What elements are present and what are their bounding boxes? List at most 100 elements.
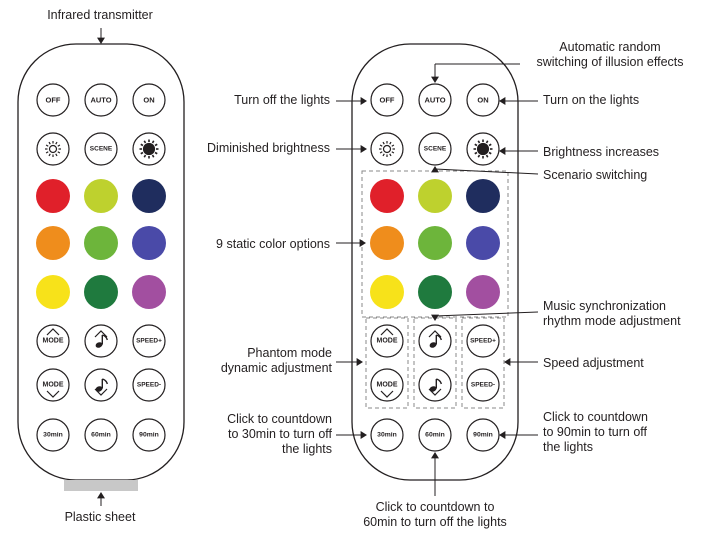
right-brightness-down-icon-ray [391,151,395,154]
left-mode-down-button[interactable]: MODE [36,368,70,402]
speed-connector-arrow [504,358,511,366]
bright-annotation: Brightness increases [543,145,660,159]
left-brightness-down-icon-ray [45,144,49,147]
left-color-button-1[interactable] [36,179,70,213]
right-scene-text: SCENE [424,146,447,153]
music-connector-arrow [431,314,439,321]
right-color-button-7[interactable] [370,275,404,309]
right-on-button[interactable]: ON [466,83,500,117]
left-auto-button[interactable]: AUTO [84,83,118,117]
left-mode-up-button[interactable]: MODE [36,324,70,358]
right-off-text: OFF [380,96,395,105]
left-t90-button[interactable]: 90min [132,418,166,452]
left-mode-up-chevron [46,328,60,336]
right-mode-up-chevron [380,328,394,336]
bright-connector-arrow [499,147,506,155]
right-brightness-down-ring [370,132,404,166]
left-auto-ring [84,83,118,117]
right-t60-ring [418,418,452,452]
left-color-button-4[interactable] [36,226,70,260]
left-t30-text: 30min [43,432,63,439]
right-auto-ring [418,83,452,117]
left-speed-minus-button[interactable]: SPEED- [132,368,166,402]
right-speed-plus-button[interactable]: SPEED+ [466,324,500,358]
left-music-down-ring [84,368,118,402]
right-auto-button[interactable]: AUTO [418,83,452,117]
left-color-button-6[interactable] [132,226,166,260]
right-t90-button[interactable]: 90min [466,418,500,452]
left-color-button-8[interactable] [84,275,118,309]
left-brightness-down-ring [36,132,70,166]
right-scene-button[interactable]: SCENE [418,132,452,166]
right-off-ring [370,83,404,117]
left-mode-down-chevron [46,390,60,398]
left-mode-up-ring [36,324,70,358]
right-mode-up-ring [370,324,404,358]
right-color-button-9[interactable] [466,275,500,309]
right-color-button-8[interactable] [418,275,452,309]
speed-annotation: Speed adjustment [543,356,644,370]
right-music-up-ring [418,324,452,358]
left-color-button-9[interactable] [132,275,166,309]
left-brightness-up-icon-ray [143,140,147,144]
right-brightness-up-button[interactable] [466,132,500,166]
left-music-up-button[interactable] [84,324,118,358]
left-brightness-up-button[interactable] [132,132,166,166]
right-t90-text: 90min [473,432,493,439]
left-off-text: OFF [46,96,61,105]
left-on-ring [132,83,166,117]
left-t60-ring [84,418,118,452]
left-t60-button[interactable]: 60min [84,418,118,452]
phantom-annotation: Phantom mode dynamic adjustment [220,346,332,375]
left-t30-ring [36,418,70,452]
left-color-button-5[interactable] [84,226,118,260]
right-music-up-button[interactable] [418,324,452,358]
left-music-up-ring [84,324,118,358]
right-music-down-button[interactable] [418,368,452,402]
on-annotation: Turn on the lights [543,93,640,107]
right-speed-minus-text: SPEED- [471,382,495,389]
right-brightness-down-icon-ray [382,141,385,145]
plastic-sheet-label: Plastic sheet [64,510,136,524]
right-brightness-up-icon-ray [477,154,481,158]
left-brightness-down-button[interactable] [36,132,70,166]
right-brightness-down-button[interactable] [370,132,404,166]
off-connector-arrow [360,97,367,105]
right-color-button-2[interactable] [418,179,452,213]
right-speed-minus-ring [466,368,500,402]
left-t30-button[interactable]: 30min [36,418,70,452]
left-color-button-7[interactable] [36,275,70,309]
left-speed-plus-button[interactable]: SPEED+ [132,324,166,358]
plastic-arrow-head [97,492,105,499]
left-mode-up-text: MODE [43,338,64,345]
right-off-button[interactable]: OFF [370,83,404,117]
right-color-button-4[interactable] [370,226,404,260]
right-on-text: ON [477,96,488,105]
right-on-ring [466,83,500,117]
music-connector [434,311,539,317]
right-color-button-6[interactable] [466,226,500,260]
left-music-down-button[interactable] [84,368,118,402]
right-t60-button[interactable]: 60min [418,418,452,452]
right-t60-text: 60min [425,432,445,439]
left-brightness-down-icon-ray [57,144,61,147]
right-color-button-1[interactable] [370,179,404,213]
right-speed-minus-button[interactable]: SPEED- [466,368,500,402]
right-color-button-3[interactable] [466,179,500,213]
left-scene-ring [84,132,118,166]
left-color-button-3[interactable] [132,179,166,213]
right-t30-button[interactable]: 30min [370,418,404,452]
left-scene-button[interactable]: SCENE [84,132,118,166]
right-mode-down-button[interactable]: MODE [370,368,404,402]
right-brightness-down-icon-core [382,144,392,154]
left-speed-minus-text: SPEED- [137,382,161,389]
left-on-button[interactable]: ON [132,83,166,117]
left-speed-minus-ring [132,368,166,402]
right-mode-up-button[interactable]: MODE [370,324,404,358]
right-color-button-5[interactable] [418,226,452,260]
left-color-button-2[interactable] [84,179,118,213]
left-off-button[interactable]: OFF [36,83,70,117]
right-brightness-down-icon-ray [389,141,392,145]
left-brightness-down-icon-ray [48,153,51,157]
